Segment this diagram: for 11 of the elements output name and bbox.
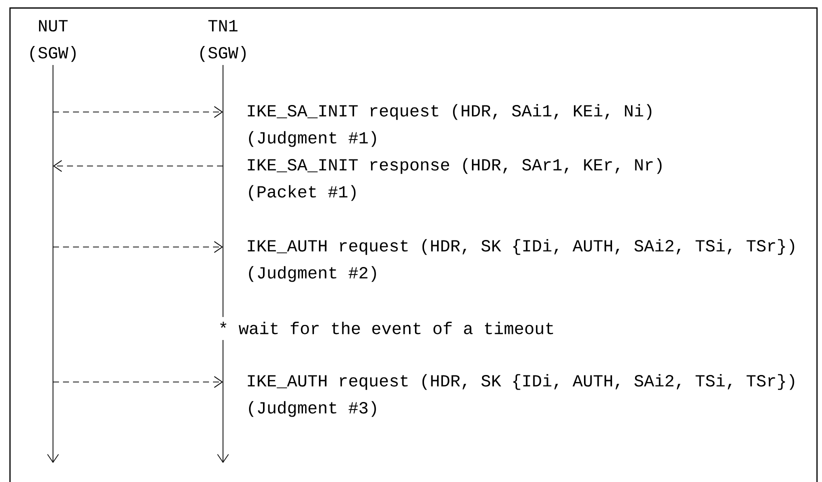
message-label: IKE_AUTH request (HDR, SK {IDi, AUTH, SAi2, TSi, TSr})	[248, 239, 794, 255]
message-arrow	[52, 376, 223, 388]
message-arrow	[52, 241, 223, 253]
message-arrow	[53, 160, 224, 172]
participant-label: NUT (SGW)	[30, 20, 76, 62]
message-arrow	[52, 106, 223, 118]
message-label: IKE_SA_INIT request (HDR, SAi1, KEi, Ni)	[248, 104, 652, 120]
note-text: * wait for the event of a timeout	[220, 322, 554, 334]
message-label: IKE_SA_INIT response (HDR, SAr1, KEr, Nr)	[248, 158, 662, 174]
message-label: IKE_AUTH request (HDR, SK {IDi, AUTH, SAi2, TSi, TSr})	[248, 374, 794, 390]
participant-label: TN1 (SGW)	[200, 20, 246, 62]
